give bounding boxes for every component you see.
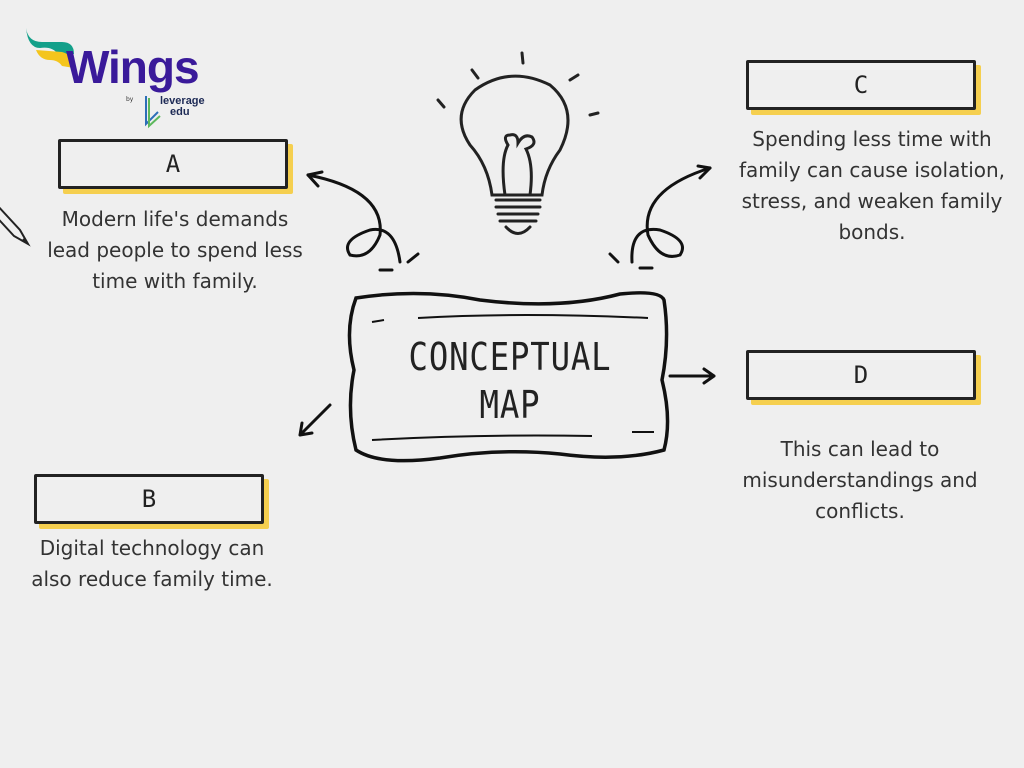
logo-partner-line1: leverage	[160, 95, 205, 107]
arrow-to-a	[306, 173, 402, 264]
center-title: CONCEPTUAL MAP	[383, 333, 638, 429]
logo-brand: Wings	[66, 41, 200, 93]
logo-by: by	[126, 96, 134, 103]
node-b-text: Digital technology can also reduce famil…	[31, 536, 273, 591]
logo-wing-icon	[26, 28, 74, 68]
center-title-line1: CONCEPTUAL	[408, 335, 612, 379]
center-title-line2: MAP	[479, 383, 541, 427]
arrow-to-c	[630, 166, 712, 264]
center-frame	[347, 291, 670, 463]
node-a-label: A	[58, 139, 288, 189]
node-b-label: B	[34, 474, 264, 524]
node-d-text: This can lead to misunderstandings and c…	[742, 437, 978, 523]
arrow-to-b	[298, 403, 332, 437]
pencil-icon	[0, 206, 31, 247]
node-c-label: C	[746, 60, 976, 110]
node-d-label: D	[746, 350, 976, 400]
node-c-text: Spending less time with family can cause…	[738, 127, 1006, 244]
logo-partner-line2: edu	[170, 106, 190, 118]
arrow-to-d	[668, 367, 716, 385]
leverage-icon	[145, 96, 161, 129]
light-bulb-icon	[436, 51, 600, 235]
node-a-text: Modern life's demands lead people to spe…	[47, 207, 303, 293]
logo-partner: leverage edu	[160, 96, 205, 118]
